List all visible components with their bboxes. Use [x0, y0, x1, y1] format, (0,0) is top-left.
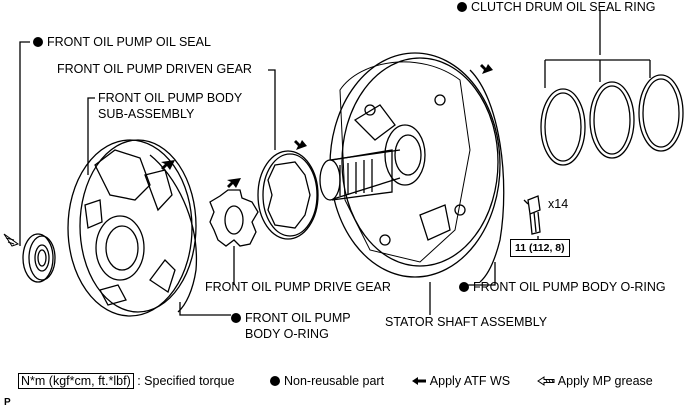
body-o-ring-left-leader [179, 302, 231, 316]
label-front-oil-pump-driven-gear: FRONT OIL PUMP DRIVEN GEAR [57, 62, 252, 76]
non-reusable-dot-icon [457, 2, 467, 12]
apply-atf-arrow-icon [294, 140, 307, 150]
apply-mp-grease-arrow-icon [537, 376, 555, 386]
label-text: CLUTCH DRUM OIL SEAL RING [471, 0, 656, 14]
clutch-drum-oil-seal-rings [540, 74, 684, 166]
apply-atf-arrows [161, 64, 493, 188]
label-bolt-count: x14 [548, 197, 569, 211]
torque-desc: : Specified torque [137, 374, 235, 388]
front-oil-pump-oil-seal [22, 233, 56, 283]
legend-text: Apply ATF WS [429, 374, 511, 388]
label-text: FRONT OIL PUMP BODY O-RING [473, 280, 666, 294]
label-front-oil-pump-body-sub-assembly-2: SUB-ASSEMBLY [98, 107, 195, 121]
seal-ring-leader-lines [544, 10, 651, 88]
non-reusable-dot-icon [270, 376, 280, 386]
corner-letter: P [4, 397, 11, 408]
label-front-oil-pump-oil-seal: FRONT OIL PUMP OIL SEAL [33, 35, 211, 50]
oil-seal-leader [19, 41, 30, 246]
front-oil-pump-body-o-ring-right [469, 69, 505, 283]
stator-shaft-assembly [319, 52, 501, 278]
bolt [527, 195, 541, 235]
legend-torque: N*m (kgf*cm, ft.*lbf) : Specified torque [18, 373, 235, 389]
torque-units-box: N*m (kgf*cm, ft.*lbf) [18, 373, 134, 389]
legend-non-reusable: Non-reusable part [270, 374, 384, 388]
label-text: FRONT OIL PUMP [245, 311, 351, 325]
driven-gear-leader [268, 69, 276, 150]
legend-apply-mp: Apply MP grease [537, 374, 653, 388]
label-front-oil-pump-body-o-ring-left-2: BODY O-RING [245, 327, 329, 341]
legend-text: Apply MP grease [557, 374, 653, 388]
non-reusable-dot-icon [231, 313, 241, 323]
label-text: FRONT OIL PUMP OIL SEAL [47, 35, 211, 49]
pump-body-leader [87, 97, 95, 175]
legend-text: Non-reusable part [284, 374, 385, 388]
torque-spec-box: 11 (112, 8) [510, 239, 570, 257]
body-o-ring-right-leader [460, 262, 496, 286]
front-oil-pump-driven-gear [257, 150, 319, 240]
apply-atf-arrow-icon [480, 64, 493, 74]
apply-atf-arrow-icon [161, 160, 175, 170]
front-oil-pump-body-sub-assembly [67, 139, 197, 317]
apply-atf-arrow-icon [227, 178, 241, 188]
label-front-oil-pump-body-o-ring-left-1: FRONT OIL PUMP [231, 311, 351, 326]
legend-apply-atf: Apply ATF WS [411, 374, 510, 388]
apply-mp-grease-arrow-icon [3, 233, 20, 247]
label-front-oil-pump-drive-gear: FRONT OIL PUMP DRIVE GEAR [205, 280, 391, 294]
label-front-oil-pump-body-o-ring-right: FRONT OIL PUMP BODY O-RING [459, 280, 666, 295]
front-oil-pump-drive-gear [209, 189, 259, 247]
apply-atf-arrow-icon [412, 377, 426, 385]
non-reusable-dot-icon [33, 37, 43, 47]
label-front-oil-pump-body-sub-assembly-1: FRONT OIL PUMP BODY [98, 91, 243, 105]
label-stator-shaft-assembly: STATOR SHAFT ASSEMBLY [385, 315, 548, 329]
label-clutch-drum-oil-seal-ring: CLUTCH DRUM OIL SEAL RING [457, 0, 656, 15]
front-oil-pump-body-o-ring-left [149, 154, 198, 313]
non-reusable-dot-icon [459, 282, 469, 292]
